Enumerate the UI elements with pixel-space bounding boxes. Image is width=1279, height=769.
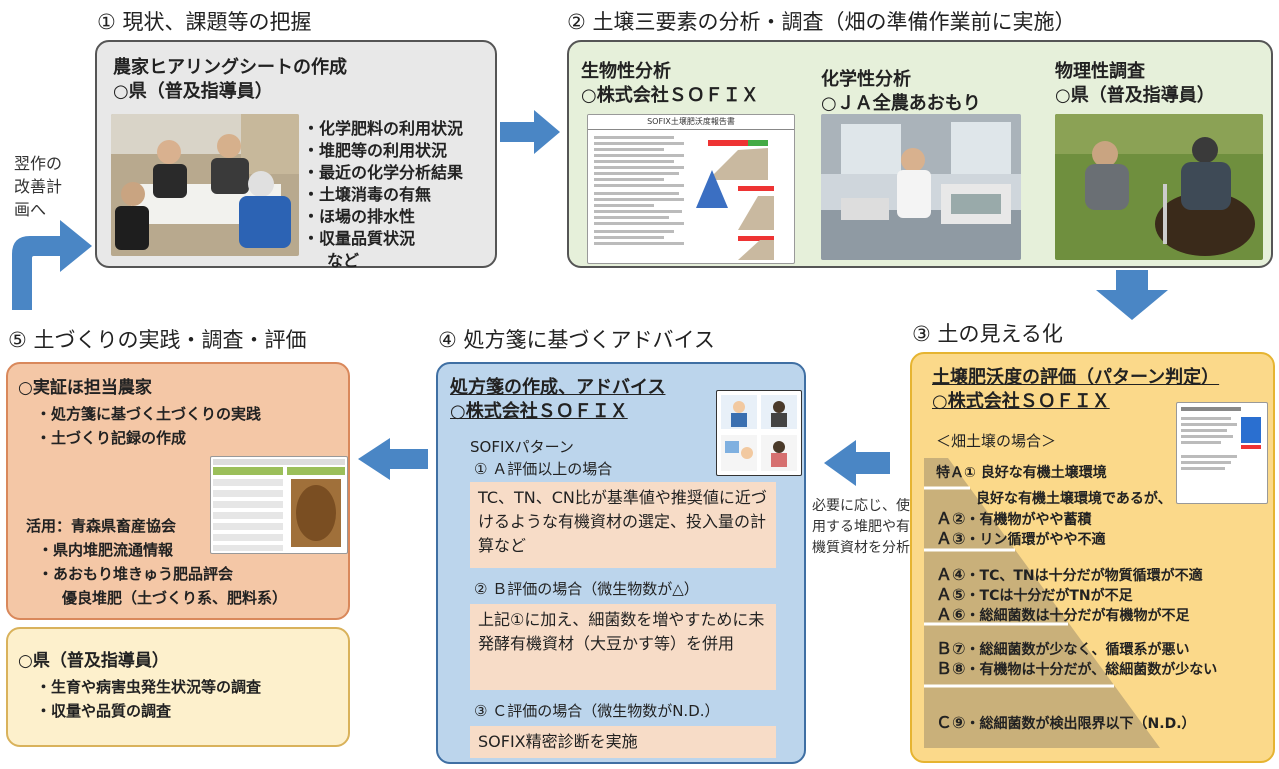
sofix-report-image: SOFIX土壌肥沃度報告書 bbox=[587, 114, 795, 264]
step2-box: 生物性分析 ○株式会社ＳＯＦＩＸ 化学性分析 ○ＪＡ全農あおもり 物理性調査 ○… bbox=[567, 40, 1273, 268]
phys-title: 物理性調査 bbox=[1055, 61, 1145, 82]
bio-org: ○株式会社ＳＯＦＩＸ bbox=[581, 85, 759, 106]
step1-item: など bbox=[327, 251, 360, 270]
caseC-text: SOFIX精密診断を実施 bbox=[470, 726, 776, 758]
arrow-left-icon bbox=[824, 440, 890, 486]
step1-checklist: ・化学肥料の利用状況 ・堆肥等の利用状況 ・最近の化学分析結果 ・土壌消毒の有無… bbox=[303, 118, 463, 272]
grade-a6-code: Ａ⑥ bbox=[936, 605, 966, 624]
arrow-right-icon bbox=[500, 110, 560, 154]
step1-title: ① 現状、課題等の把握 bbox=[97, 10, 312, 34]
grade-a2: ・有機物がやや蓄積 bbox=[965, 512, 1092, 528]
farmer-item: ・土づくり記録の作成 bbox=[36, 429, 187, 447]
arrow-down-icon bbox=[1096, 270, 1168, 320]
step1-item: ・土壌消毒の有無 bbox=[303, 185, 432, 204]
use-item: ・あおもり堆きゅう肥品評会 bbox=[38, 565, 234, 583]
step5-farmer-box: ○実証ほ担当農家 ・処方箋に基づく土づくりの実践 ・土づくり記録の作成 活用：青… bbox=[6, 362, 350, 620]
step5-title: ⑤ 土づくりの実践・調査・評価 bbox=[8, 328, 307, 352]
step1-item: ・収量品質状況 bbox=[303, 229, 416, 248]
grade-tokuA: 特Ａ① 良好な有機土壌環境 bbox=[936, 465, 1107, 481]
caseB-text: 上記①に加え、細菌数を増やすために未発酵有機資材（大豆かす等）を併用 bbox=[470, 604, 776, 690]
side-note-analysis: 必要に応じ、使用する堆肥や有機質資材を分析 bbox=[812, 498, 910, 556]
step1-item: ・化学肥料の利用状況 bbox=[303, 119, 464, 138]
step4-heading1: 処方箋の作成、アドバイス bbox=[450, 377, 666, 398]
use-label: 活用：青森県畜産協会 bbox=[26, 517, 177, 535]
arrow-curve-up-right-icon bbox=[12, 220, 92, 310]
grade-a5-code: Ａ⑤ bbox=[936, 585, 966, 604]
field-survey-photo bbox=[1055, 114, 1263, 260]
step3-heading2: ○株式会社ＳＯＦＩＸ bbox=[932, 391, 1110, 412]
grade-b8: ・有機物は十分だが、総細菌数が少ない bbox=[965, 662, 1218, 678]
step1-item: ・ほ場の排水性 bbox=[303, 207, 416, 226]
step1-box: 農家ヒアリングシートの作成 ○県（普及指導員） ・化学肥料の利用状況 ・堆肥等の… bbox=[95, 40, 497, 270]
step4-heading2: ○株式会社ＳＯＦＩＸ bbox=[450, 401, 628, 422]
step3-heading1: 土壌肥沃度の評価（パターン判定） bbox=[932, 367, 1220, 388]
step1-item: ・最近の化学分析結果 bbox=[303, 163, 464, 182]
pref-heading: ○県（普及指導員） bbox=[18, 651, 169, 671]
chem-org: ○ＪＡ全農あおもり bbox=[821, 93, 981, 114]
pref-item: ・生育や病害虫発生状況等の調査 bbox=[36, 678, 262, 696]
farmer-hearing-photo bbox=[111, 114, 299, 256]
evaluation-report-image bbox=[1176, 402, 1268, 504]
step1-heading2: ○県（普及指導員） bbox=[113, 81, 273, 102]
fertility-pyramid bbox=[924, 458, 1160, 748]
grade-a5: ・TCは十分だがTNが不足 bbox=[965, 588, 1133, 604]
grade-b7: ・総細菌数が少なく、循環系が悪い bbox=[965, 642, 1190, 658]
online-meeting-icon bbox=[716, 390, 802, 476]
phys-org: ○県（普及指導員） bbox=[1055, 85, 1215, 106]
step1-heading1: 農家ヒアリングシートの作成 bbox=[113, 57, 347, 78]
step5-pref-box: ○県（普及指導員） ・生育や病害虫発生状況等の調査 ・収量や品質の調査 bbox=[6, 627, 350, 747]
step4-box: 処方箋の作成、アドバイス ○株式会社ＳＯＦＩＸ SOFIXパターン ① Ａ評価以… bbox=[436, 362, 806, 764]
side-note-next-crop: 翌作の改善計画へ bbox=[14, 154, 63, 219]
sofix-pattern-label: SOFIXパターン bbox=[470, 438, 574, 456]
step4-title: ④ 処方箋に基づくアドバイス bbox=[438, 328, 715, 352]
caseA-label: ① Ａ評価以上の場合 bbox=[474, 460, 613, 478]
farmer-heading: ○実証ほ担当農家 bbox=[18, 378, 152, 398]
caseB-label: ② Ｂ評価の場合（微生物数が△） bbox=[474, 580, 699, 598]
chem-title: 化学性分析 bbox=[821, 69, 911, 90]
grade-a4: ・TC、TNは十分だが物質循環が不適 bbox=[965, 568, 1203, 584]
grade-a3: ・リン循環がやや不適 bbox=[965, 532, 1106, 548]
grade-c9-code: Ｃ⑨ bbox=[936, 713, 966, 732]
caseC-label: ③ Ｃ評価の場合（微生物数がN.D.） bbox=[474, 702, 720, 720]
compost-info-image bbox=[210, 456, 348, 554]
caseA-text: TC、TN、CN比が基準値や推奨値に近づけるような有機資材の選定、投入量の計算な… bbox=[470, 482, 776, 568]
use-item: ・県内堆肥流通情報 bbox=[38, 541, 174, 559]
grade-b7-code: Ｂ⑦ bbox=[936, 639, 966, 658]
lab-analysis-photo bbox=[821, 114, 1021, 260]
grade-a4-code: Ａ④ bbox=[936, 565, 966, 584]
grade-a3-code: Ａ③ bbox=[936, 529, 966, 548]
pref-item: ・収量や品質の調査 bbox=[36, 702, 172, 720]
grade-b8-code: Ｂ⑧ bbox=[936, 659, 966, 678]
step3-subheading: ＜畑土壌の場合＞ bbox=[936, 432, 1057, 450]
report-header: SOFIX土壌肥沃度報告書 bbox=[588, 115, 794, 130]
grade-a2-code: Ａ② bbox=[936, 509, 966, 528]
farmer-item: ・処方箋に基づく土づくりの実践 bbox=[36, 405, 262, 423]
use-sub: 優良堆肥（土づくり系、肥料系） bbox=[62, 589, 288, 607]
step2-title: ② 土壌三要素の分析・調査（畑の準備作業前に実施） bbox=[567, 10, 1076, 34]
step3-title: ③ 土の見える化 bbox=[912, 322, 1063, 346]
grade-c9: ・総細菌数が検出限界以下（N.D.） bbox=[965, 716, 1196, 732]
bio-title: 生物性分析 bbox=[581, 61, 671, 82]
step1-item: ・堆肥等の利用状況 bbox=[303, 141, 448, 160]
step3-box: 土壌肥沃度の評価（パターン判定） ○株式会社ＳＯＦＩＸ ＜畑土壌の場合＞ 特Ａ①… bbox=[910, 352, 1275, 763]
arrow-left-icon bbox=[358, 438, 428, 480]
grade-a6: ・総細菌数は十分だが有機物が不足 bbox=[965, 608, 1190, 624]
grade-a-intro: 良好な有機土壌環境であるが、 bbox=[976, 491, 1172, 507]
